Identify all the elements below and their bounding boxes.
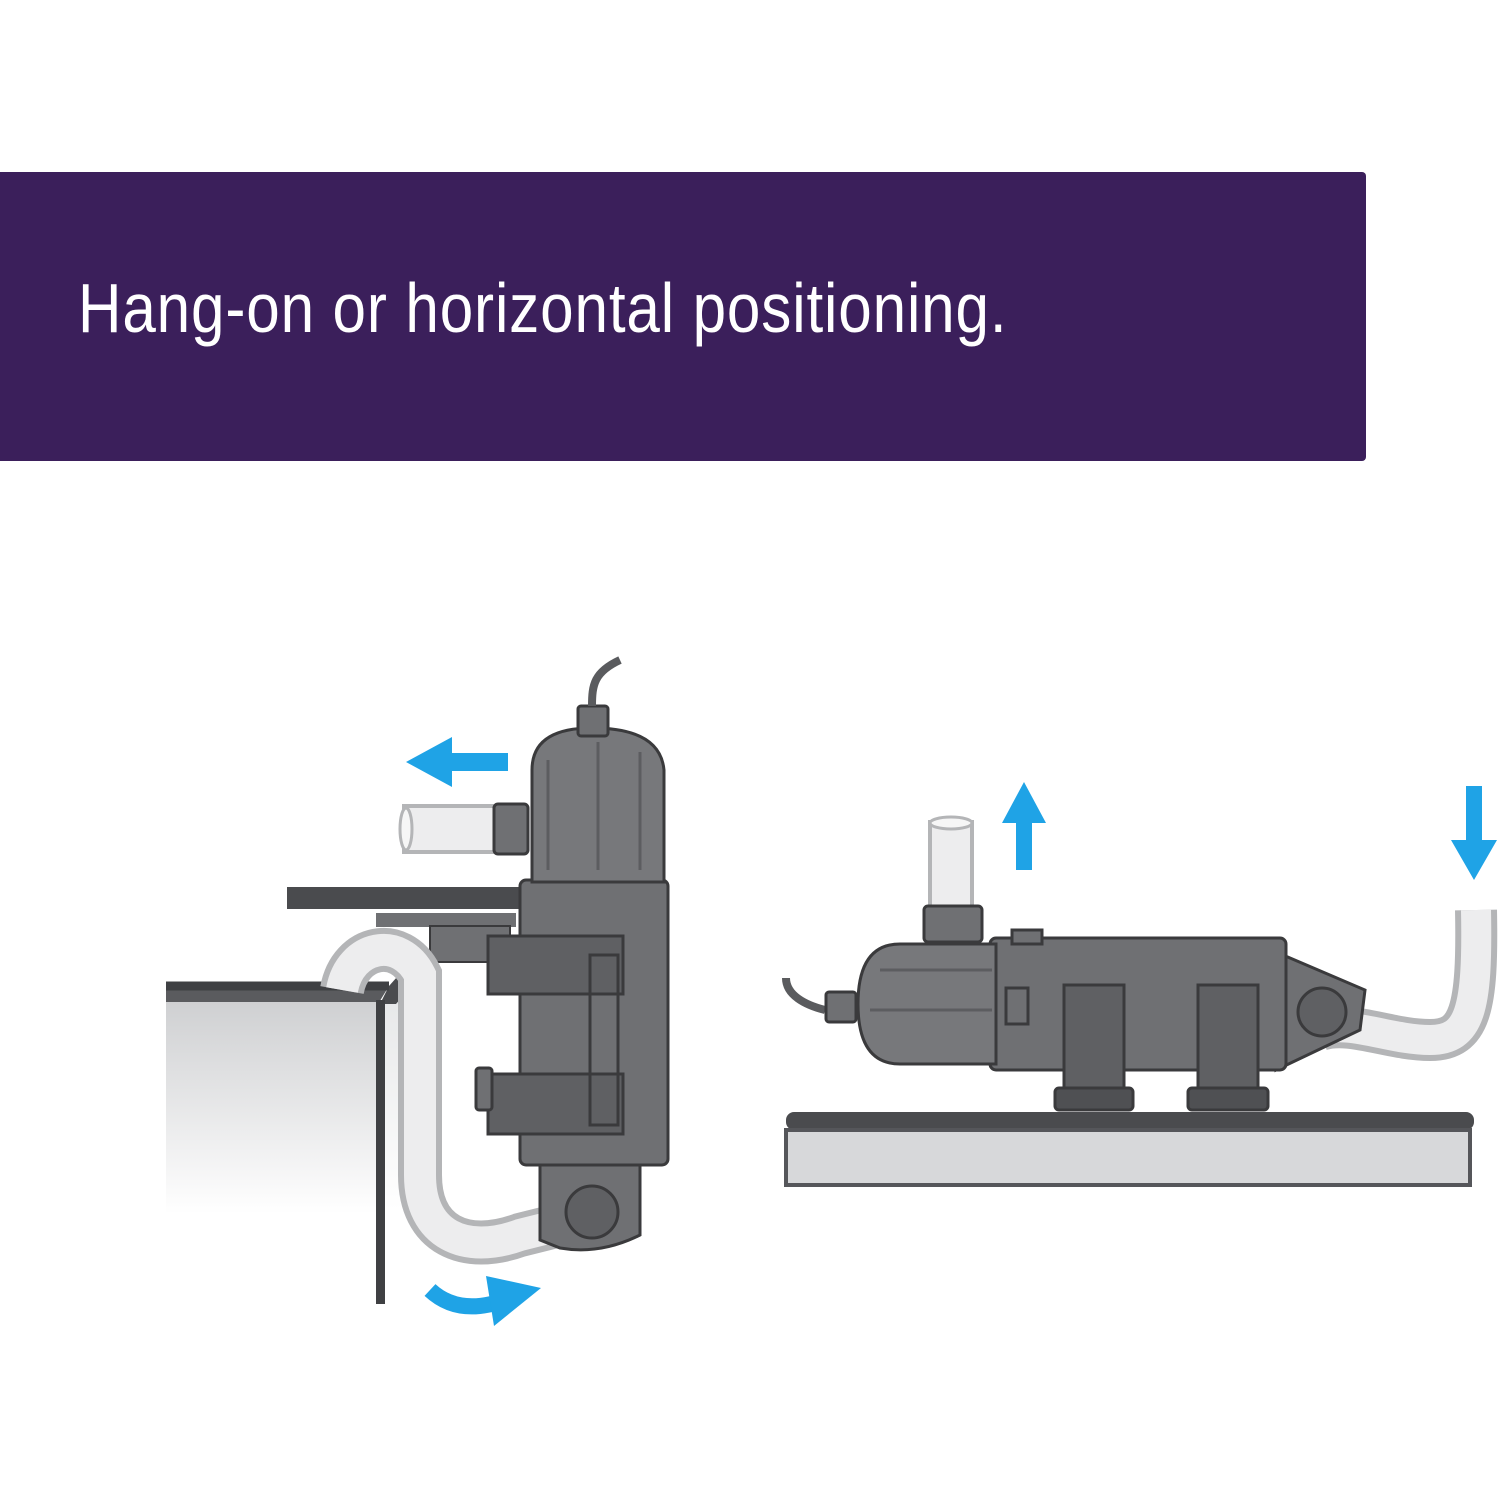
outflow-arrow-icon [406,737,508,787]
sterilizer-horizontal [824,904,1367,1112]
power-cord [782,977,827,1014]
shelf [784,1112,1474,1187]
vertical-pipe [928,815,974,914]
horizontal-mount [782,782,1498,1187]
hang-on-mount [166,656,670,1326]
return-flow-arrow-icon [424,1276,541,1326]
down-arrow-icon [1451,786,1497,880]
up-arrow-icon [1002,782,1046,870]
banner-title: Hang-on or horizontal positioning. [78,269,1008,347]
aquarium-tank [166,968,420,1304]
sterilizer-vertical [474,656,670,1252]
outlet-pipe [398,804,498,854]
title-banner: Hang-on or horizontal positioning. [0,172,1366,461]
